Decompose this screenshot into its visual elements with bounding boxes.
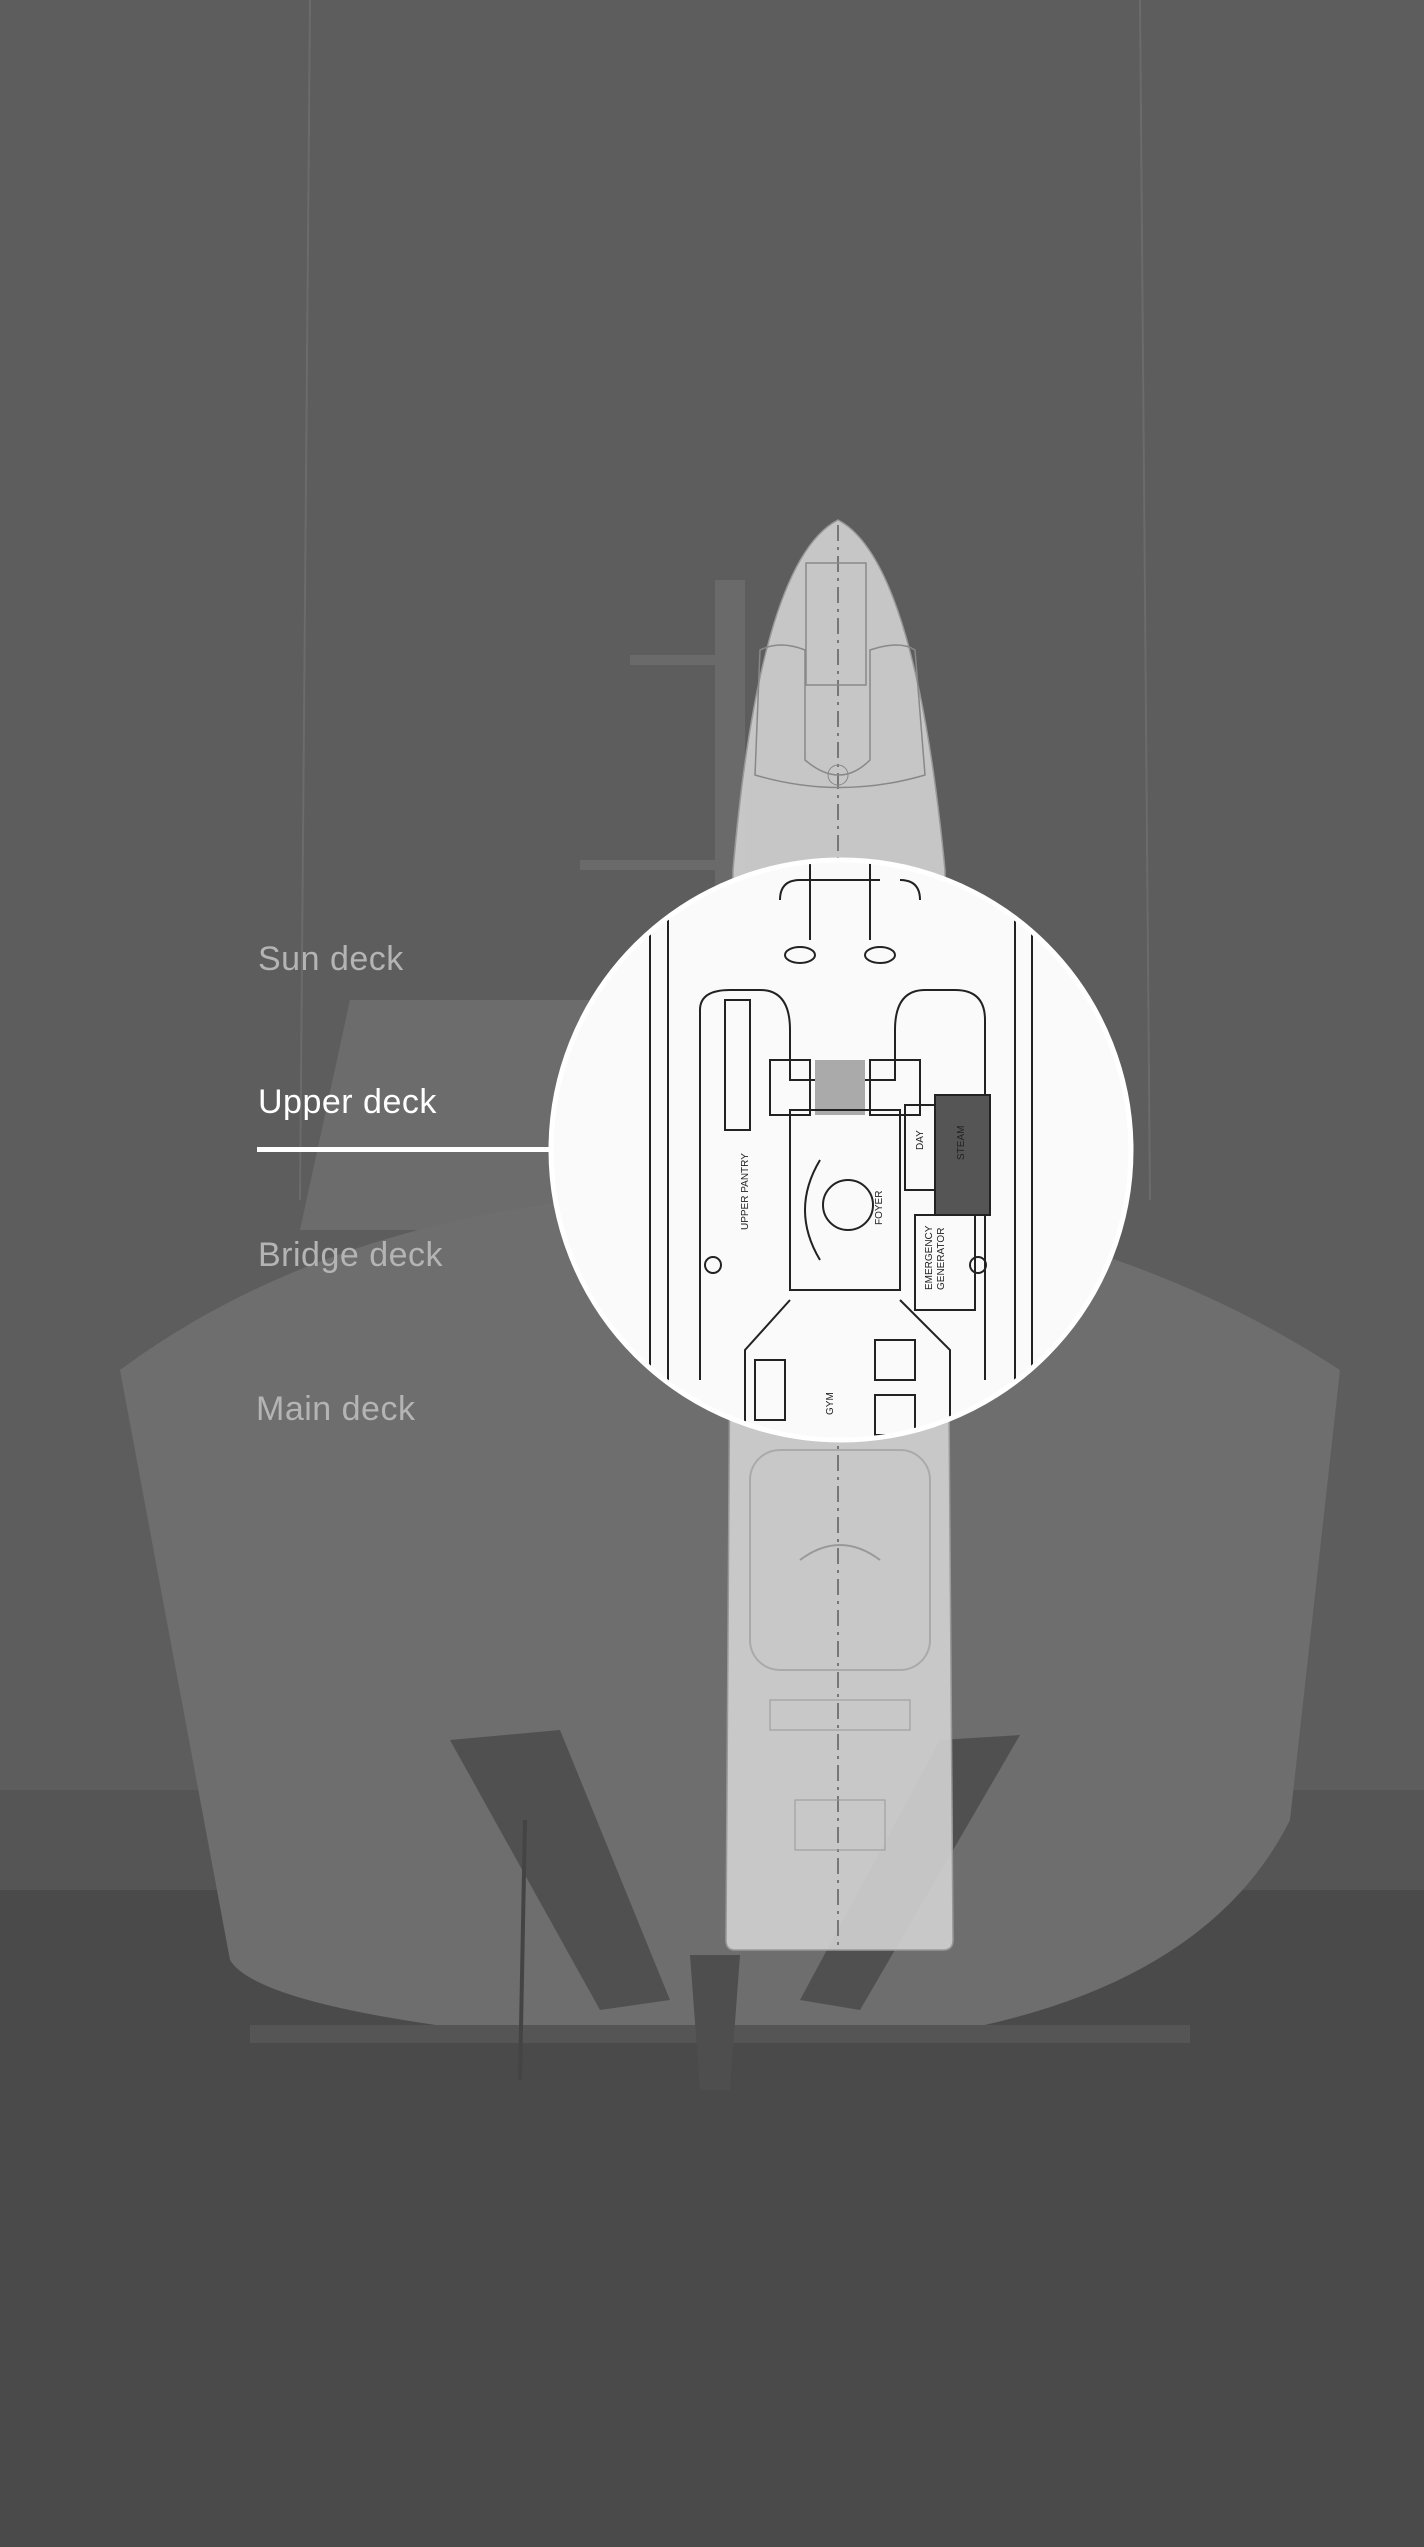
plan-label-steam: STEAM — [956, 1126, 967, 1160]
plan-label-foyer: FOYER — [874, 1191, 885, 1225]
plan-label-gym: GYM — [825, 1392, 836, 1415]
active-deck-indicator — [257, 1147, 552, 1152]
deck-link-bridge[interactable]: Bridge deck — [258, 1236, 444, 1274]
deck-link-main[interactable]: Main deck — [256, 1390, 416, 1428]
plan-label-pantry: UPPER PANTRY — [740, 1153, 751, 1230]
deck-link-sun[interactable]: Sun deck — [258, 940, 404, 978]
plan-label-day: DAY — [915, 1130, 926, 1150]
plan-label-generator-1: EMERGENCY — [924, 1225, 935, 1290]
plan-label-generator-2: GENERATOR — [936, 1228, 947, 1290]
deck-link-upper[interactable]: Upper deck — [258, 1083, 437, 1121]
